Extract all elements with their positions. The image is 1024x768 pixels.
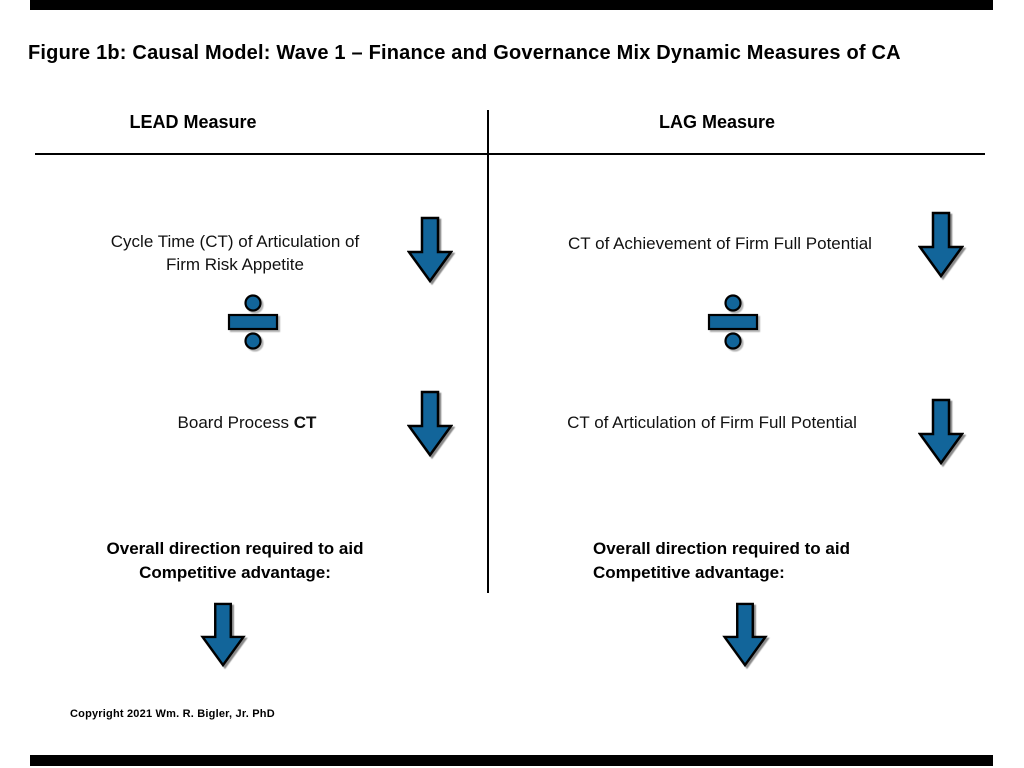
lead-overall-text: Overall direction required to aid Compet… xyxy=(60,537,410,585)
lag-measure-header: LAG Measure xyxy=(658,112,776,132)
lead-row1-line2: Firm Risk Appetite xyxy=(166,255,304,274)
down-arrow-icon xyxy=(407,390,453,457)
down-arrow-icon xyxy=(918,398,964,465)
vertical-divider xyxy=(487,110,489,593)
horizontal-divider xyxy=(35,153,985,155)
lead-row1-text: Cycle Time (CT) of Articulation of Firm … xyxy=(60,230,410,276)
down-arrow-icon xyxy=(407,216,453,283)
top-border-bar xyxy=(30,0,993,10)
lag-overall-line2: Competitive advantage: xyxy=(593,563,785,582)
lead-measure-header: LEAD Measure xyxy=(129,112,257,132)
lag-overall-line1: Overall direction required to aid xyxy=(593,539,850,558)
lead-overall-line2: Competitive advantage: xyxy=(139,563,331,582)
lead-row1-line1: Cycle Time (CT) of Articulation of xyxy=(110,232,360,251)
division-icon xyxy=(707,294,759,350)
down-arrow-icon xyxy=(201,602,245,667)
division-icon xyxy=(227,294,279,350)
lag-row2-text: CT of Articulation of Firm Full Potentia… xyxy=(567,413,857,432)
lead-overall-line1: Overall direction required to aid xyxy=(106,539,364,558)
down-arrow-icon xyxy=(723,602,767,667)
lead-row2-bold: CT xyxy=(293,413,317,432)
copyright-text: Copyright 2021 Wm. R. Bigler, Jr. PhD xyxy=(70,708,275,720)
lead-row2-label: Board Process xyxy=(177,413,294,432)
down-arrow-icon xyxy=(918,211,964,278)
figure-title: Figure 1b: Causal Model: Wave 1 – Financ… xyxy=(28,42,901,64)
bottom-border-bar xyxy=(30,755,993,766)
lag-overall-text: Overall direction required to aid Compet… xyxy=(593,537,923,585)
lead-row2-text: Board Process CT xyxy=(72,411,422,434)
lag-row1-text: CT of Achievement of Firm Full Potential xyxy=(568,234,872,253)
